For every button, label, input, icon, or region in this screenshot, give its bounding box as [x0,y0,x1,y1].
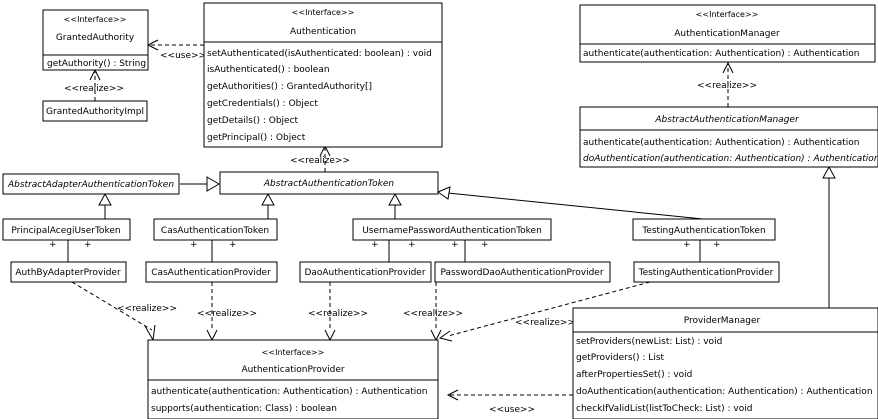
class-authentication: <<Interface>> Authentication setAuthenti… [203,2,443,148]
operation: afterPropertiesSet() : void [576,370,692,380]
class-name: CasAuthenticationProvider [151,268,271,278]
realize-label: <<realize>> [197,309,257,319]
gen-arrowhead-principal [98,192,112,206]
realize-arrowhead [430,329,442,342]
class-abstract-authentication-manager: AbstractAuthenticationManager authentica… [579,106,878,168]
operation: isAuthenticated() : boolean [207,65,330,75]
class-authentication-manager: <<Interface>> AuthenticationManager auth… [579,4,876,63]
class-name: AuthenticationProvider [241,365,344,375]
class-granted-authority-impl: GrantedAuthorityImpl [42,100,148,122]
class-name: Authentication [290,27,356,37]
class-abstract-adapter-token: AbstractAdapterAuthenticationToken [2,173,180,195]
class-cas-authentication-token: CasAuthenticationToken [153,218,278,241]
realize-arrowhead [206,329,218,342]
mult-plus: + [451,240,459,250]
operation: getDetails() : Object [207,116,299,126]
use-label-top: <<use>> [160,51,206,61]
class-name: GrantedAuthorityImpl [46,107,144,117]
operation: setProviders(newList: List) : void [576,337,722,347]
stereotype: <<Interface>> [696,10,759,19]
gen-arrowhead-userpass [388,192,402,206]
class-name: AbstractAuthenticationToken [263,179,394,189]
realize-label-aat: <<realize>> [290,156,350,166]
gen-arrowhead-providermanager [822,165,836,179]
gen-arrowhead-cas [261,192,275,206]
mult-plus: + [683,240,691,250]
gen-arrowhead-testing [436,186,451,200]
class-name: TestingAuthenticationProvider [638,268,774,278]
generalization-arrowhead-adapter [206,176,220,192]
class-name: AbstractAdapterAuthenticationToken [7,180,174,190]
operation: setAuthenticated(isAuthenticated: boolea… [207,49,432,59]
class-name: UsernamePasswordAuthenticationToken [362,226,542,236]
class-principal-acegi-user-token: PrincipalAcegiUserToken [2,218,131,241]
mult-plus: + [229,240,237,250]
class-testing-authentication-token: TestingAuthenticationToken [632,218,776,241]
class-provider-manager: ProviderManager setProviders(newList: Li… [572,307,878,419]
class-name: PrincipalAcegiUserToken [11,226,120,236]
realize-arrowhead [438,330,453,342]
class-name: PasswordDaoAuthenticationProvider [440,268,603,278]
mult-plus: + [408,240,416,250]
realize-label-aam: <<realize>> [697,81,757,91]
class-cas-authentication-provider: CasAuthenticationProvider [145,261,278,283]
operation: getAuthorities() : GrantedAuthority[] [207,82,372,92]
stereotype: <<Interface>> [262,348,325,357]
mult-plus: + [190,240,198,250]
class-authentication-provider: <<Interface>> AuthenticationProvider aut… [147,339,439,419]
realize-label: <<realize>> [515,318,575,328]
stereotype: <<Interface>> [292,8,355,17]
class-granted-authority: <<Interface>> GrantedAuthority getAuthor… [42,9,149,71]
class-name: ProviderManager [684,316,761,326]
use-label-bottom: <<use>> [489,405,535,415]
class-dao-authentication-provider: DaoAuthenticationProvider [299,261,432,283]
realize-label: <<realize>> [117,304,177,314]
realize-arrowhead-aam [722,61,734,74]
gen-edge-testing [447,192,704,220]
operation: supports(authentication: Class) : boolea… [151,404,337,414]
use-arrowhead-bottom [446,389,459,401]
class-auth-by-adapter-provider: AuthByAdapterProvider [10,261,127,283]
class-name: AbstractAuthenticationManager [654,115,800,125]
operation: authenticate(authentication: Authenticat… [583,138,859,148]
operation: doAuthentication(authentication: Authent… [576,387,873,397]
class-abstract-authentication-token: AbstractAuthenticationToken [219,171,439,195]
mult-plus: + [84,240,92,250]
class-name: TestingAuthenticationToken [641,226,765,236]
class-password-dao-authentication-provider: PasswordDaoAuthenticationProvider [434,261,611,283]
realize-label-gaimpl: <<realize>> [64,84,124,94]
mult-plus: + [481,240,489,250]
operation: checkIfValidList(listToCheck: List) : vo… [576,404,752,414]
class-name: DaoAuthenticationProvider [304,268,425,278]
operation: authenticate(authentication: Authenticat… [151,387,427,397]
realize-edge-authbyadapter [71,281,153,331]
realize-label: <<realize>> [308,309,368,319]
class-name: GrantedAuthority [56,33,135,43]
operation: getPrincipal() : Object [207,133,306,143]
class-name: CasAuthenticationToken [161,226,269,236]
mult-plus: + [713,240,721,250]
mult-plus: + [49,240,57,250]
class-username-password-token: UsernamePasswordAuthenticationToken [352,218,552,241]
realize-arrowhead [324,329,336,342]
stereotype: <<Interface>> [64,15,127,24]
class-testing-authentication-provider: TestingAuthenticationProvider [633,261,780,283]
mult-plus: + [371,240,379,250]
class-name: AuthenticationManager [674,29,780,39]
class-name: AuthByAdapterProvider [15,268,121,278]
operation: getAuthority() : String [47,59,146,69]
operation: doAuthentication(authentication: Authent… [583,154,878,164]
operation: authenticate(authentication: Authenticat… [583,49,859,59]
realize-label: <<realize>> [403,309,463,319]
operation: getCredentials() : Object [207,99,318,109]
operation: getProviders() : List [576,353,665,363]
